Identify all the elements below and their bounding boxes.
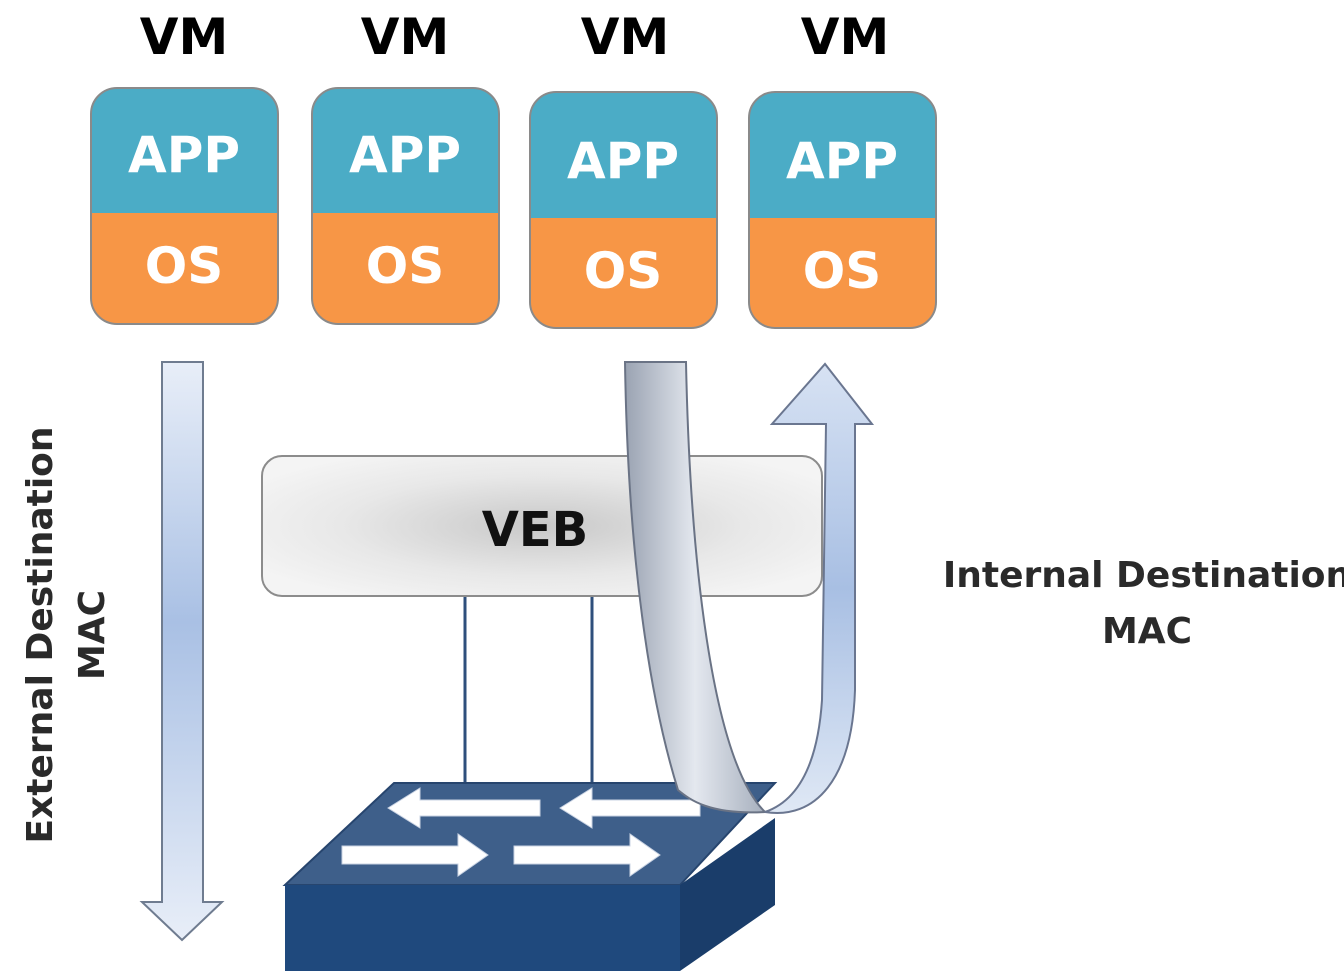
switch-front [285, 885, 680, 971]
os-layer [749, 218, 936, 328]
os-layer [312, 213, 499, 324]
vm-4: VM APP OS [748, 8, 937, 329]
external-label-line2: MAC [72, 590, 113, 680]
vm-title: VM [581, 8, 669, 66]
veb-label: VEB [482, 502, 589, 558]
app-layer [312, 88, 499, 213]
app-label: APP [349, 126, 461, 184]
internal-u-turn-band [623, 361, 768, 814]
internal-up-arrow [764, 362, 875, 814]
os-label: OS [584, 242, 663, 300]
vm-border [748, 91, 937, 329]
switch-arrow-right [341, 833, 489, 877]
app-layer [91, 88, 278, 213]
vm-border [529, 91, 718, 329]
app-label: APP [786, 132, 898, 190]
os-label: OS [366, 237, 445, 295]
external-path-label: External Destination MAC [20, 426, 113, 843]
network-switch [282, 782, 778, 971]
app-label: APP [128, 126, 240, 184]
switch-side [680, 818, 775, 971]
vm-border [311, 87, 500, 325]
vm-title: VM [140, 8, 228, 66]
os-layer [530, 218, 717, 328]
app-layer [530, 92, 717, 218]
os-label: OS [803, 242, 882, 300]
app-label: APP [567, 132, 679, 190]
internal-label-line2: MAC [1102, 611, 1192, 652]
switch-arrow-right [513, 833, 661, 877]
vm-title: VM [801, 8, 889, 66]
external-down-arrow [139, 361, 225, 942]
vm-1: VM APP OS [90, 8, 279, 325]
vm-2: VM APP OS [311, 8, 500, 325]
vm-border [90, 87, 279, 325]
vm-title: VM [361, 8, 449, 66]
switch-arrow-left [559, 787, 701, 829]
os-layer [91, 213, 278, 324]
internal-path-label: Internal Destination MAC [943, 555, 1344, 652]
internal-label-line1: Internal Destination [943, 555, 1344, 596]
external-label-line1: External Destination [20, 426, 61, 843]
switch-arrow-left [387, 787, 541, 829]
app-layer [749, 92, 936, 218]
os-label: OS [145, 237, 224, 295]
vm-3: VM APP OS [529, 8, 718, 329]
